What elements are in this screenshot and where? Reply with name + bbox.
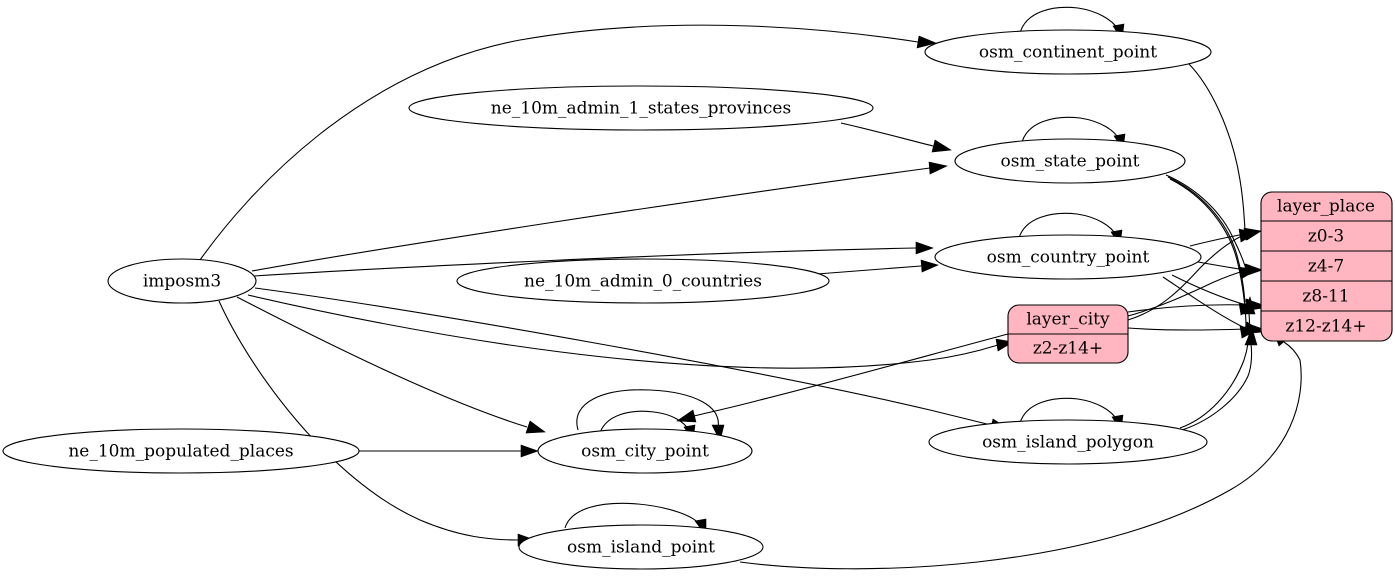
arrowhead-icon [920,259,939,273]
node-osm-city-point[interactable]: osm_city_point [537,428,753,474]
arrowhead-icon [1244,327,1258,346]
edge-imposm3-to-osm-island-point [218,300,519,541]
node-ne-10m-admin-0-countries[interactable]: ne_10m_admin_0_countries [456,258,830,304]
node-label-osm-island-point: osm_island_point [567,538,715,558]
edge-imposm3-to-osm-state-point [251,167,931,272]
arrowhead-icon [916,35,937,49]
edge-imposm3-to-osm-continent-point [199,24,919,261]
self-loop-osm-country-point [1018,212,1117,239]
arrowhead-icon [915,241,934,255]
layer-place-node[interactable]: layer_place z0-3 z4-7 z8-11 z12-z14+ [1260,191,1393,342]
edge-ne-states-to-osm-state-point [840,122,934,147]
node-osm-state-point[interactable]: osm_state_point [954,138,1186,184]
edge-layer-city-to-osm-city-point [693,333,1009,417]
edge-layer-city-to-layer-place-z12-z14 [1127,327,1248,331]
self-loop-osm-continent-point [1019,6,1119,34]
edge-osm-island-polygon-to-layer-place-z12-z14 [1181,343,1253,431]
edge-osm-island-point-to-layer-place-z12-z14 [739,341,1302,570]
layer-place-box[interactable] [1260,191,1393,342]
node-imposm3[interactable]: imposm3 [107,258,257,304]
node-osm-continent-point[interactable]: osm_continent_point [924,29,1212,75]
node-osm-country-point[interactable]: osm_country_point [934,234,1202,280]
layer-place-row-z4-7[interactable]: z4-7 [1308,257,1344,277]
arrowhead-icon [931,139,952,153]
node-label-ne-countries: ne_10m_admin_0_countries [524,272,762,292]
arrowhead-icon [676,409,697,423]
arrowhead-icon [1242,296,1256,315]
edge-imposm3-to-osm-country-point [253,247,917,277]
layer-place-row-z8-11[interactable]: z8-11 [1302,287,1349,307]
arrowhead-icon [520,444,539,458]
layer-city-node[interactable]: layer_city z2-z14+ [1007,304,1129,364]
edge-osm-continent-point-to-layer-place-z0-3 [1187,62,1246,230]
arrowhead-icon [1244,263,1263,277]
node-label-osm-city-point: osm_city_point [581,442,709,462]
node-layer: imposm3 ne_10m_admin_1_states_provinces … [2,29,1212,570]
edge-imposm3-to-layer-city [247,294,999,369]
edge-osm-island-polygon-to-layer-place-z8-11 [1179,312,1251,429]
self-loop-osm-island-point [564,502,701,529]
self-loop-osm-state-point [1021,116,1120,143]
arrowhead-icon [525,420,546,434]
self-loop-osm-island-polygon [1019,397,1118,424]
layer-place-row-z0-3[interactable]: z0-3 [1308,227,1344,247]
edge-layer-city-to-layer-place-z4-7 [1127,269,1248,317]
self-loop-osm-city-point-outer [576,389,719,431]
edge-osm-country-point-to-layer-place-z4-7 [1197,261,1247,271]
edge-imposm3-to-osm-island-polygon [254,287,992,426]
arrowhead-icon [928,161,948,175]
edge-osm-state-point-to-layer-place-z8-11 [1167,176,1246,303]
layer-place-row-z12-z14[interactable]: z12-z14+ [1285,317,1366,337]
layer-place-title: layer_place [1277,197,1375,217]
self-loop-osm-city-point-inner [599,410,690,434]
node-ne-10m-admin-1-states-provinces[interactable]: ne_10m_admin_1_states_provinces [408,85,874,131]
edge-osm-country-point-to-layer-place-z12-z14 [1162,276,1246,329]
arrowhead-icon [1243,228,1262,241]
edge-layer-city-to-layer-place-z0-3 [1127,233,1247,321]
edge-imposm3-to-osm-city-point [236,296,528,428]
node-osm-island-polygon[interactable]: osm_island_polygon [928,419,1208,465]
node-ne-10m-populated-places[interactable]: ne_10m_populated_places [2,428,360,474]
layer-city-title: layer_city [1026,310,1110,330]
edge-osm-country-point-to-layer-place-z8-11 [1171,274,1247,306]
edge-ne-countries-to-osm-country-point [816,265,922,275]
node-label-ne-states: ne_10m_admin_1_states_provinces [491,99,791,119]
node-label-osm-state-point: osm_state_point [1001,152,1140,172]
node-label-osm-continent-point: osm_continent_point [979,43,1157,63]
edge-layer-city-to-layer-place-z8-11 [1127,304,1248,313]
node-label-osm-island-polygon: osm_island_polygon [982,433,1154,453]
edge-osm-country-point-to-layer-place-z0-3 [1189,233,1246,247]
node-label-imposm3: imposm3 [143,272,221,292]
node-label-osm-country-point: osm_country_point [987,248,1150,268]
node-label-ne-places: ne_10m_populated_places [68,442,293,462]
node-osm-island-point[interactable]: osm_island_point [518,524,764,570]
layer-city-row-z2-z14[interactable]: z2-z14+ [1033,339,1103,359]
